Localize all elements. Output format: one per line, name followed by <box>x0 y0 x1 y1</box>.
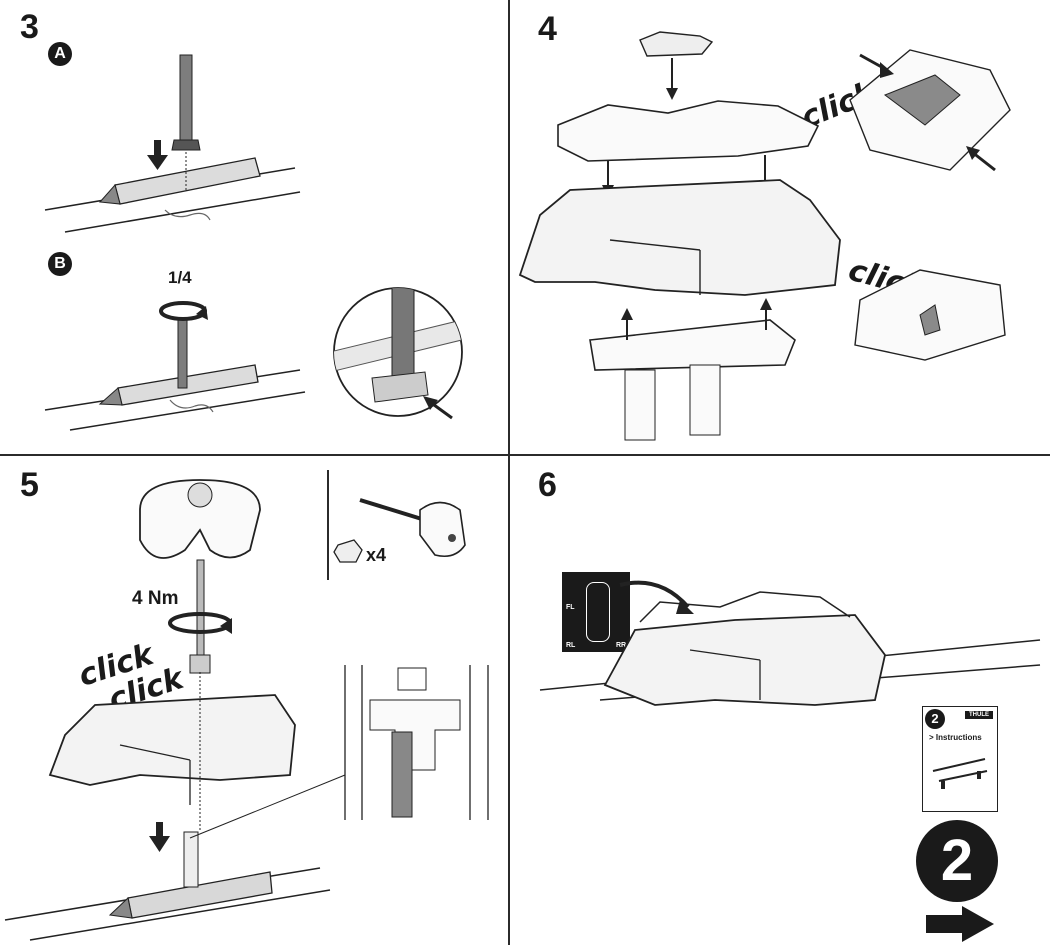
detail-zoom-circle <box>333 287 463 420</box>
step-3-number: 3 <box>20 8 39 46</box>
horizontal-divider <box>0 454 1050 456</box>
step-5-illustration <box>4 479 489 941</box>
up-arrow-icon <box>621 298 772 340</box>
step-5-number: 5 <box>20 466 39 504</box>
step-3a-badge: A <box>48 42 72 66</box>
step5-inner-divider <box>327 470 329 580</box>
step-6-number: 6 <box>538 466 557 504</box>
booklet-number: 2 <box>925 709 945 729</box>
down-arrow-icon-step5 <box>149 822 170 852</box>
step-4-number: 4 <box>538 10 557 48</box>
step-3b-badge: B <box>48 252 72 276</box>
quantity-label: x4 <box>366 545 387 565</box>
booklet-brand: THULE <box>965 711 993 719</box>
down-arrow-icon <box>147 140 168 170</box>
booklet-text: > Instructions <box>929 733 982 742</box>
pointer-arrow-icon <box>423 396 453 420</box>
booklet-rack-icon <box>932 758 988 789</box>
instructions-booklet: 2 THULE > Instructions <box>922 706 998 812</box>
next-step-badge[interactable]: 2 <box>916 820 998 902</box>
car-label-fl: FL <box>566 604 575 611</box>
car-position-diagram: FL RL RR <box>562 572 630 652</box>
step-3a-illustration <box>44 54 301 233</box>
step-3b-illustration <box>44 301 306 431</box>
rotate-icon <box>159 301 208 321</box>
vertical-divider <box>508 0 510 945</box>
rotation-label: 1/4 <box>168 268 192 287</box>
next-arrow-icon <box>926 906 994 942</box>
car-label-rl: RL <box>566 642 576 649</box>
car-label-rr: RR <box>616 642 627 649</box>
torque-label: 4 Nm <box>132 588 179 609</box>
step-4-illustration <box>518 31 1011 441</box>
